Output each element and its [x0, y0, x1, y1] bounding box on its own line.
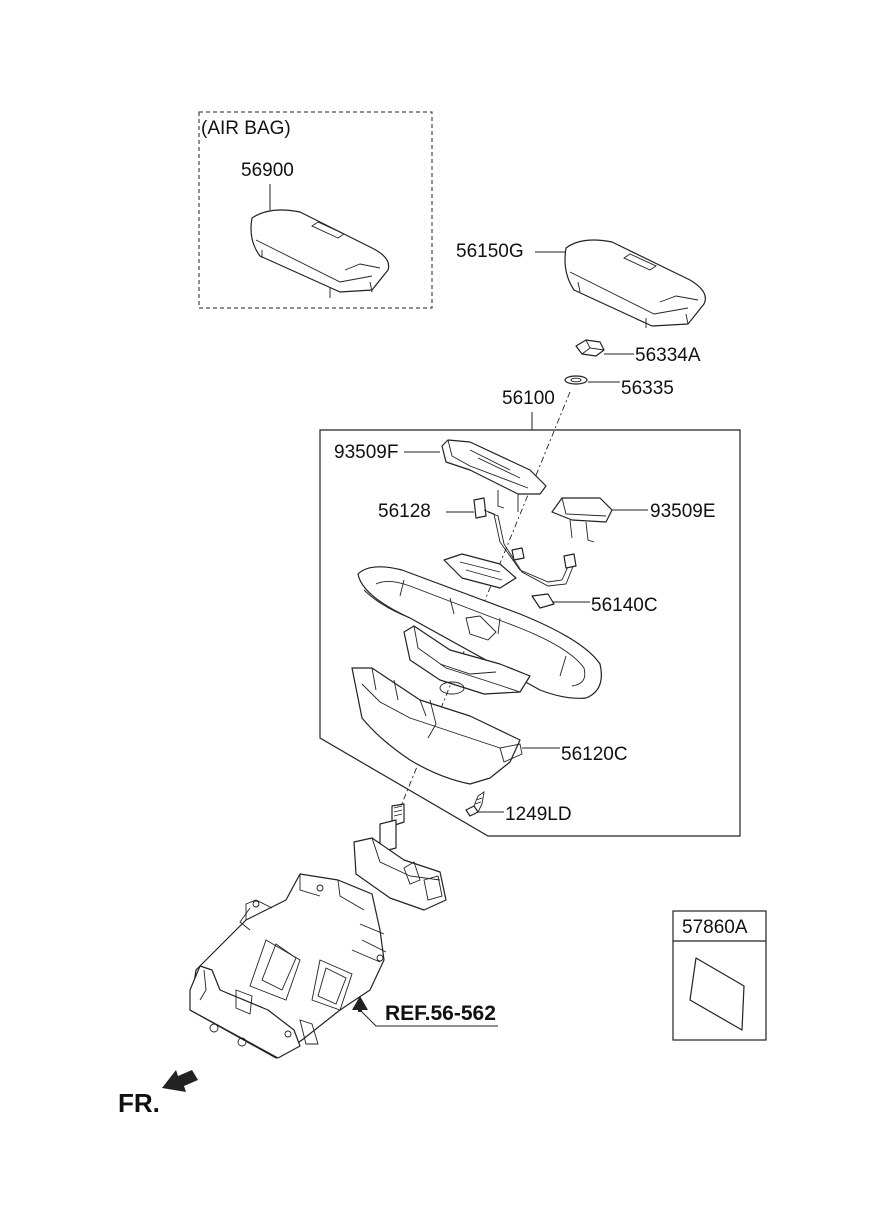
label-93509E[interactable]: 93509E [650, 501, 716, 522]
lower-cover-56120C[interactable] [351, 667, 523, 785]
airbag-module-56900[interactable] [250, 209, 390, 298]
label-56128[interactable]: 56128 [378, 501, 431, 522]
label-56900[interactable]: 56900 [241, 160, 294, 181]
airbag-group-frame [198, 111, 433, 309]
box-57860A [672, 910, 767, 1041]
label-57860A[interactable]: 57860A [682, 917, 748, 938]
steering-wheel-hub [403, 625, 531, 695]
switch-93509E[interactable] [551, 497, 613, 543]
washer-56335[interactable] [564, 375, 588, 385]
label-56100[interactable]: 56100 [502, 388, 555, 409]
ref-label[interactable]: REF.56-562 [385, 1002, 496, 1025]
label-sticker-57860A[interactable] [689, 957, 745, 1031]
ref-arrow-icon [352, 996, 498, 1027]
steering-wheel-rim[interactable] [357, 566, 602, 699]
front-label: FR. [118, 1088, 160, 1118]
label-56335[interactable]: 56335 [621, 378, 674, 399]
arrow-down-left-icon [162, 1070, 198, 1092]
washer-hole [570, 377, 582, 383]
driver-airbag-56150G[interactable] [564, 239, 706, 328]
wiring-harness-56128[interactable] [473, 497, 577, 587]
label-56334A[interactable]: 56334A [635, 345, 701, 366]
label-56150G[interactable]: 56150G [456, 241, 524, 262]
label-93509F[interactable]: 93509F [334, 442, 398, 463]
mounting-plate [443, 553, 517, 589]
label-56120C[interactable]: 56120C [561, 744, 628, 765]
switch-93509F[interactable] [441, 439, 547, 512]
nut-56334A[interactable] [575, 339, 605, 357]
label-1249LD[interactable]: 1249LD [505, 804, 572, 825]
label-56140C[interactable]: 56140C [591, 595, 658, 616]
steering-column[interactable] [189, 803, 447, 1059]
steering-wheel-assembly-frame [319, 429, 741, 837]
airbag-group-label: (AIR BAG) [201, 118, 291, 139]
connector-56140C[interactable] [531, 593, 555, 609]
